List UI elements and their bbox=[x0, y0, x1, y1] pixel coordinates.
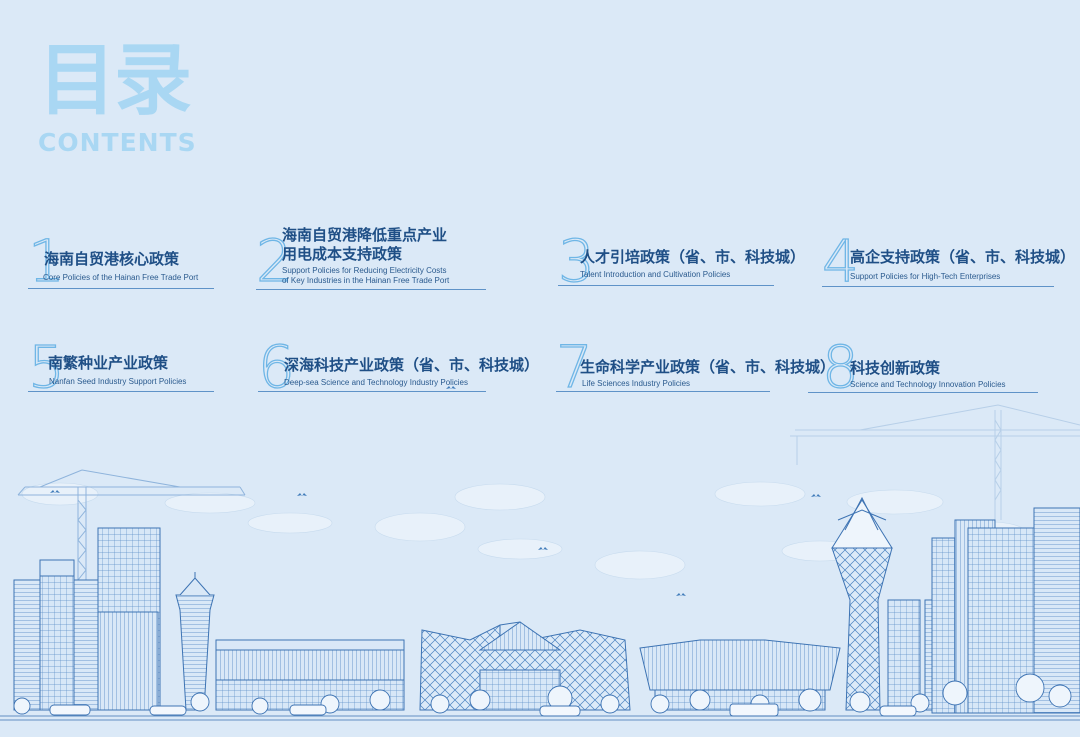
toc-title-en: Core Policies of the Hainan Free Trade P… bbox=[43, 273, 199, 282]
crane-right bbox=[790, 404, 1080, 520]
toc-title-cn: 海南自贸港核心政策 bbox=[44, 251, 180, 268]
toc-underline bbox=[28, 288, 214, 289]
birds bbox=[50, 386, 821, 596]
toc-underline bbox=[808, 392, 1038, 393]
page-subtitle: CONTENTS bbox=[38, 128, 197, 157]
toc-number: 7 bbox=[555, 333, 593, 401]
toc-underline bbox=[258, 391, 486, 392]
buildings-right bbox=[887, 507, 1080, 714]
toc-item-1[interactable]: 1 海南自贸港核心政策 Core Policies of the Hainan … bbox=[27, 227, 218, 295]
toc-underline bbox=[256, 289, 486, 290]
toc-title-cn: 高企支持政策（省、市、科技城） bbox=[850, 249, 1076, 266]
toc-number: 3 bbox=[557, 227, 595, 295]
ground-line bbox=[0, 715, 1080, 721]
toc-title-en: of Key Industries in the Hainan Free Tra… bbox=[282, 276, 450, 285]
cars bbox=[49, 703, 917, 717]
buildings-left bbox=[13, 527, 215, 711]
crane-left bbox=[17, 469, 246, 620]
toc-item-6[interactable]: 6 深海科技产业政策（省、市、科技城） Deep-sea Science and… bbox=[257, 333, 540, 401]
toc-title-cn: 人才引培政策（省、市、科技城） bbox=[580, 249, 806, 266]
toc-item-8[interactable]: 8 科技创新政策 Science and Technology Innovati… bbox=[808, 333, 1052, 401]
toc-underline bbox=[556, 391, 770, 392]
toc-item-2[interactable]: 2 海南自贸港降低重点产业 用电成本支持政策 Support Policies … bbox=[255, 226, 496, 295]
toc-item-5[interactable]: 5 南繁种业产业政策 Nanfan Seed Industry Support … bbox=[27, 333, 218, 401]
toc-number: 6 bbox=[257, 333, 295, 401]
toc-title-en: Support Policies for Reducing Electricit… bbox=[282, 266, 447, 275]
ground-base bbox=[0, 722, 1080, 737]
toc-number: 5 bbox=[27, 333, 65, 401]
toc-number: 2 bbox=[255, 227, 293, 295]
toc-title-en: Life Sciences Industry Policies bbox=[582, 379, 691, 388]
page-title: 目录 bbox=[38, 36, 192, 126]
toc-title-cn: 海南自贸港降低重点产业 用电成本支持政策 bbox=[282, 227, 448, 263]
toc-item-4[interactable]: 4 高企支持政策（省、市、科技城） Support Policies for H… bbox=[821, 227, 1075, 295]
toc-underline bbox=[822, 286, 1054, 287]
toc-item-3[interactable]: 3 人才引培政策（省、市、科技城） Talent Introduction an… bbox=[557, 227, 805, 295]
pavilion bbox=[419, 621, 631, 711]
toc-number: 1 bbox=[27, 227, 65, 295]
toc-title-en: Nanfan Seed Industry Support Policies bbox=[49, 377, 187, 386]
toc-title-en: Deep-sea Science and Technology Industry… bbox=[284, 378, 468, 387]
toc-underline bbox=[558, 285, 774, 286]
toc-underline bbox=[28, 391, 214, 392]
toc-title-en: Support Policies for High-Tech Enterpris… bbox=[850, 272, 1001, 281]
toc-title-cn: 深海科技产业政策（省、市、科技城） bbox=[284, 357, 540, 374]
toc-number: 4 bbox=[821, 227, 859, 295]
toc-title-cn: 生命科学产业政策（省、市、科技城） bbox=[580, 359, 836, 376]
toc-title-en: Science and Technology Innovation Polici… bbox=[850, 380, 1006, 389]
toc-item-7[interactable]: 7 生命科学产业政策（省、市、科技城） Life Sciences Indust… bbox=[555, 333, 836, 401]
toc-title-cn: 科技创新政策 bbox=[850, 360, 941, 377]
toc-title-cn: 南繁种业产业政策 bbox=[48, 355, 169, 372]
clouds bbox=[21, 481, 1026, 580]
toc-title-en: Talent Introduction and Cultivation Poli… bbox=[580, 270, 731, 279]
toc-number: 8 bbox=[821, 333, 859, 401]
lotus-tower bbox=[831, 496, 893, 711]
